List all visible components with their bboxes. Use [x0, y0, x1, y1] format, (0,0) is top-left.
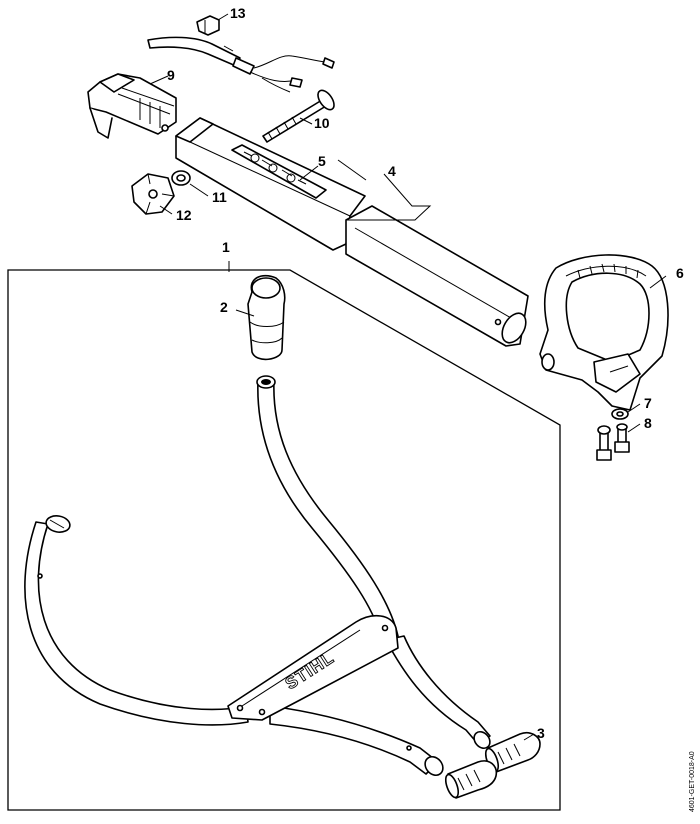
- callout-11: 11: [212, 189, 227, 205]
- leader-lines: [149, 13, 667, 741]
- callout-2: 2: [220, 299, 228, 315]
- callout-1: 1: [222, 239, 230, 255]
- throttle-cable: [147, 36, 335, 93]
- assembly-1-outline: [7, 269, 561, 811]
- callout-3: 3: [537, 725, 545, 741]
- part-10-screw: [262, 89, 335, 143]
- callout-6: 6: [676, 265, 684, 281]
- part-11-washer: [171, 170, 191, 186]
- callout-13: 13: [230, 5, 246, 21]
- part-4-lower-tube: [345, 205, 529, 347]
- part-3-grips: [444, 731, 541, 799]
- callout-10: 10: [314, 115, 330, 131]
- callout-8: 8: [644, 415, 652, 431]
- callout-5: 5: [318, 153, 326, 169]
- part-1-handlebar: [24, 375, 491, 777]
- part-12-star-knob: [131, 173, 175, 215]
- part-8-screws: [596, 423, 630, 461]
- callout-9: 9: [167, 67, 175, 83]
- callout-4: 4: [388, 163, 396, 179]
- part-6-loop-handle: [539, 254, 669, 411]
- part-7-washer: [611, 408, 629, 420]
- drawing-code: 4601-GET-0018-A0: [689, 751, 696, 812]
- callout-12: 12: [176, 207, 192, 223]
- part-9-housing: [87, 73, 177, 139]
- part-13-clip: [196, 15, 220, 36]
- part-2-grip: [247, 274, 286, 361]
- callout-7: 7: [644, 395, 652, 411]
- part-4-shaft-tube: [175, 117, 366, 251]
